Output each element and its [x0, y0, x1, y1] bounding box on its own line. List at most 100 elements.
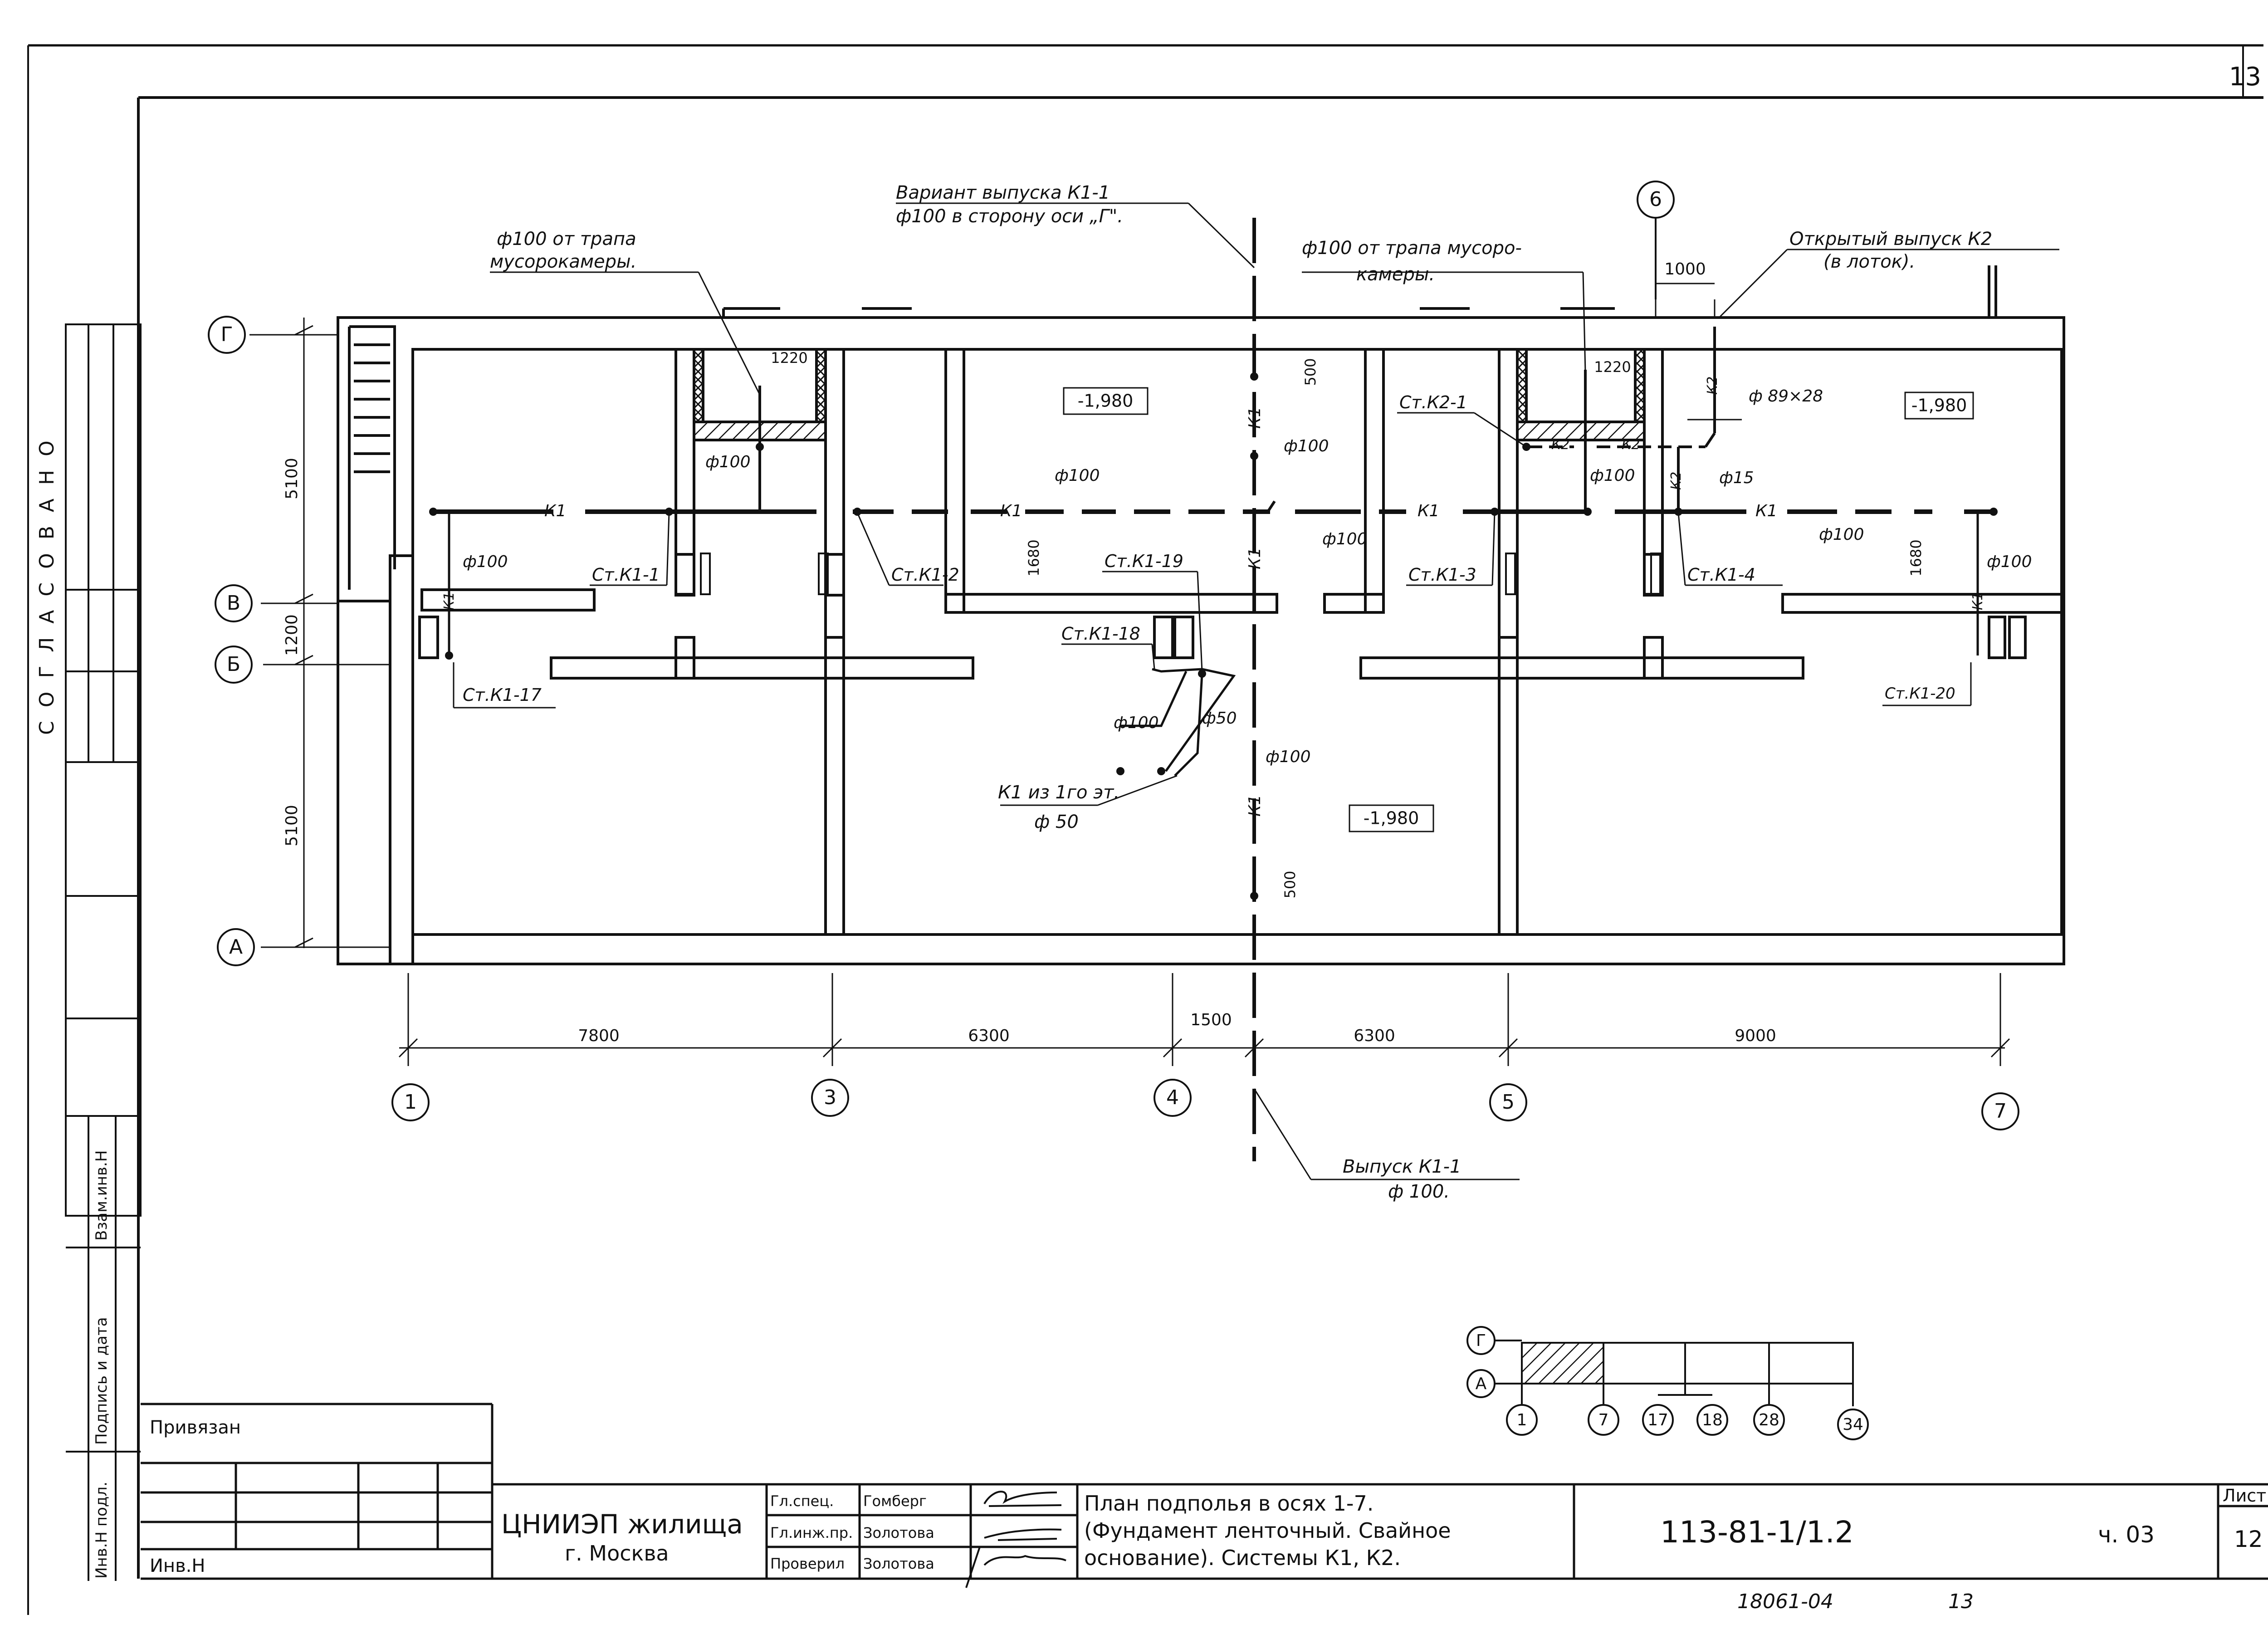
podpis-data-label: Подпись и дата	[93, 1317, 111, 1445]
axis-5-bubble	[1489, 1083, 1527, 1121]
key-num-34: 34	[1843, 1415, 1863, 1434]
axis-a-label: А	[229, 935, 243, 959]
role-3: Проверил	[770, 1555, 845, 1572]
note-open-outlet-2: (в лоток).	[1823, 251, 1915, 272]
note-k1-from-floor-2: ф 50	[1034, 812, 1079, 832]
axis-7-bubble	[1981, 1092, 2019, 1130]
side-stamp	[65, 323, 142, 1581]
axis-b-label: Б	[227, 653, 240, 676]
riser-k1-1: Ст.К1-1	[592, 565, 660, 585]
dim-1680-right: 1680	[1907, 539, 1925, 576]
pipe-k1-vert-4: К1	[441, 592, 457, 610]
org-line1: ЦНИИЭП жилища	[501, 1509, 743, 1540]
pipe-k1-vert-2: К1	[1246, 548, 1264, 569]
note-open-outlet-1: Открытый выпуск К2	[1789, 229, 1992, 250]
axis-5-label: 5	[1502, 1091, 1515, 1114]
axis-b-bubble	[215, 646, 253, 684]
note-variant-line2: ф100 в сторону оси „Г".	[896, 206, 1123, 227]
title-block	[141, 1403, 2268, 1580]
level-mark-2: -1,980	[1364, 808, 1419, 828]
pipe-d15: ф15	[1719, 469, 1754, 487]
inv-podl-label: Инв.Н подл.	[93, 1482, 111, 1579]
pipe-d100-5: ф100	[463, 553, 508, 571]
axis-1-label: 1	[404, 1091, 417, 1114]
dim-5100-top: 5100	[283, 458, 301, 499]
pipe-d100-1: ф100	[705, 453, 751, 471]
title-line-3: основание). Системы К1, К2.	[1084, 1546, 1401, 1570]
pipe-d100-10: ф100	[1987, 553, 2032, 571]
axis-4-bubble	[1154, 1079, 1192, 1117]
dim-6300-right: 6300	[1354, 1027, 1395, 1045]
axis-1-bubble	[391, 1083, 430, 1121]
dim-500-bottom: 500	[1281, 871, 1299, 898]
building-walls	[337, 265, 2065, 965]
axis-4-label: 4	[1166, 1086, 1179, 1109]
pipe-k2-vert-1: К2	[1705, 377, 1721, 395]
riser-k1-18: Ст.К1-18	[1061, 624, 1140, 644]
role-2: Гл.инж.пр.	[770, 1524, 853, 1541]
dim-1500: 1500	[1190, 1011, 1232, 1029]
key-plan	[1466, 1326, 1869, 1440]
pipe-d100-4: ф100	[1322, 530, 1368, 548]
pipe-d100-3: ф100	[1284, 437, 1329, 455]
pipe-k1-vert-1: К1	[1246, 407, 1264, 429]
level-mark-3: -1,980	[1911, 396, 1967, 416]
riser-k1-3: Ст.К1-3	[1408, 565, 1476, 585]
axis-markers	[208, 181, 2019, 1130]
title-line-2: (Фундамент ленточный. Свайное	[1084, 1518, 1451, 1543]
axis-6-label: 6	[1649, 188, 1662, 211]
riser-k1-2: Ст.К1-2	[891, 565, 959, 585]
axis-v-bubble	[215, 584, 253, 622]
axis-g-label: Г	[221, 323, 233, 346]
pipe-k2-a: К2	[1551, 437, 1569, 453]
note-variant-line1: Вариант выпуска К1-1	[896, 182, 1110, 203]
note-trap-right-2: камеры.	[1356, 264, 1435, 285]
pipe-k1-a: К1	[544, 502, 566, 520]
approval-label: СОГЛАСОВАНО	[35, 427, 59, 735]
pipe-k1-b: К1	[1000, 502, 1022, 520]
key-letter-a: А	[1476, 1375, 1487, 1393]
name-1: Гомберг	[863, 1492, 927, 1510]
footer-page: 13	[1948, 1590, 1974, 1613]
doc-code: 113-81-1/1.2	[1660, 1515, 1854, 1550]
name-3: Золотова	[863, 1555, 934, 1572]
doc-part: ч. 03	[2098, 1521, 2155, 1548]
dim-1200: 1200	[283, 614, 301, 656]
axis-7-label: 7	[1994, 1100, 2007, 1123]
pipe-k2-vert-2: К2	[1668, 472, 1684, 490]
pipe-k1-c: К1	[1418, 502, 1439, 520]
page-number: 13	[2229, 62, 2261, 92]
sewer-k2	[1529, 327, 1716, 512]
dim-1680-left: 1680	[1025, 539, 1042, 576]
key-num-7: 7	[1598, 1411, 1609, 1429]
note-trap-right-1: ф100 от трапа мусоро-	[1302, 238, 1522, 259]
axis-v-label: В	[227, 592, 240, 615]
pipe-d89x28: ф 89×28	[1749, 387, 1823, 406]
key-num-28: 28	[1759, 1411, 1779, 1429]
dim-500-top: 500	[1302, 358, 1319, 386]
key-letter-g: Г	[1476, 1331, 1486, 1350]
footer-inv: 18061-04	[1737, 1590, 1833, 1613]
axis-a-bubble	[217, 928, 255, 966]
pipe-d50: ф50	[1202, 709, 1237, 728]
dim-9000: 9000	[1735, 1027, 1776, 1045]
name-2: Золотова	[863, 1524, 934, 1541]
note-outlet-1: Выпуск К1-1	[1343, 1156, 1461, 1177]
note-trap-left-1: ф100 от трапа	[497, 229, 636, 250]
dim-1000: 1000	[1664, 260, 1706, 279]
riser-k2-1: Ст.К2-1	[1399, 392, 1467, 412]
pipe-d100-6: ф100	[1266, 748, 1311, 766]
pipe-k2-b: К2	[1622, 437, 1640, 453]
pipe-k1-vert-5: К1	[1970, 592, 1986, 610]
note-k1-from-floor-1: К1 из 1го эт.	[998, 782, 1119, 803]
signatures	[965, 1491, 1066, 1588]
note-outlet-2: ф 100.	[1388, 1181, 1450, 1202]
axis-g-bubble	[208, 316, 246, 354]
dim-5100-bottom: 5100	[283, 805, 301, 846]
pipe-d100-9: ф100	[1819, 525, 1864, 544]
role-1: Гл.спец.	[770, 1492, 834, 1510]
riser-k1-20: Ст.К1-20	[1885, 685, 1955, 703]
dim-7800: 7800	[578, 1027, 620, 1045]
pipe-d100-8: ф100	[1590, 466, 1635, 485]
vzam-inv-label: Взам.инв.Н	[93, 1150, 111, 1241]
